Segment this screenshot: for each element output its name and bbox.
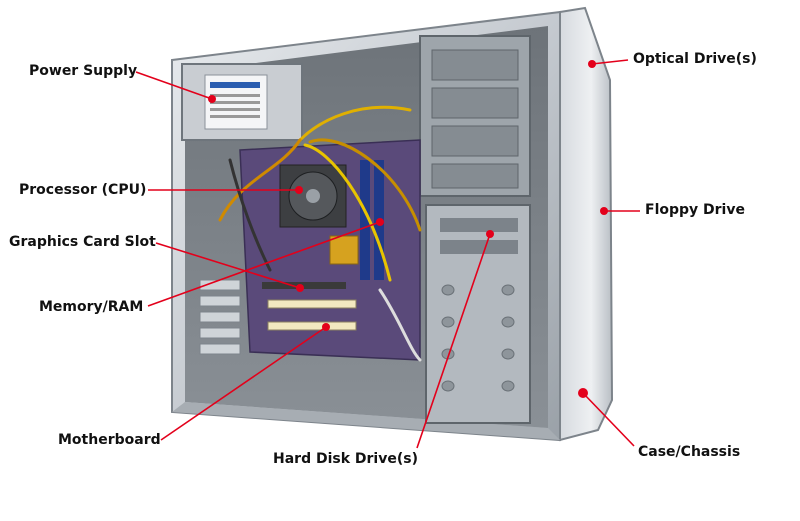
optical-drive-bays bbox=[419, 35, 531, 197]
label-memory-ram: Memory/RAM bbox=[39, 299, 144, 315]
label-processor: Processor (CPU) bbox=[19, 182, 147, 198]
hard-disk-cage bbox=[425, 204, 531, 424]
label-motherboard: Motherboard bbox=[58, 432, 161, 448]
label-floppy-drive: Floppy Drive bbox=[645, 202, 745, 218]
leader-lines bbox=[135, 59, 640, 449]
leader-markers bbox=[208, 60, 608, 398]
label-optical-drive: Optical Drive(s) bbox=[633, 51, 757, 67]
power-cables bbox=[218, 105, 422, 362]
label-graphics-card-slot: Graphics Card Slot bbox=[9, 234, 156, 250]
motherboard-board bbox=[239, 139, 421, 361]
label-hard-disk-drive: Hard Disk Drive(s) bbox=[273, 451, 418, 467]
label-case-chassis: Case/Chassis bbox=[638, 444, 741, 460]
label-power-supply: Power Supply bbox=[29, 63, 138, 79]
expansion-brackets bbox=[199, 279, 241, 355]
power-supply-unit bbox=[181, 63, 303, 141]
